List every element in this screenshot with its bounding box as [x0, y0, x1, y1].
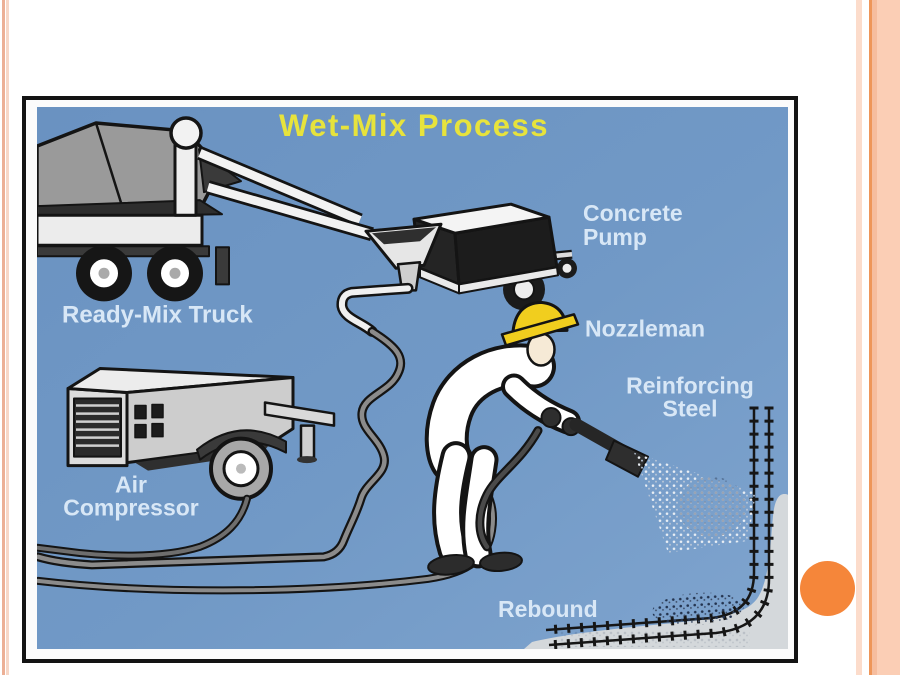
truck-chute: [197, 146, 374, 241]
ready-mix-truck: [37, 116, 374, 302]
label-ready-mix-truck: Ready-Mix Truck: [62, 301, 253, 328]
truck-wheels: [76, 245, 203, 302]
pump-outlet-pipe-fill: [338, 285, 411, 335]
label-concrete-pump-line1: Concrete: [583, 200, 683, 226]
diagram-labels: Wet-Mix Process Concrete Pump Ready-Mix …: [62, 108, 754, 622]
truck-bed: [37, 213, 204, 247]
label-nozzleman: Nozzleman: [585, 315, 705, 341]
diagram-title: Wet-Mix Process: [279, 108, 549, 143]
label-air-compressor-line2: Compressor: [63, 495, 198, 521]
label-reinforcing-steel-line1: Reinforcing: [626, 373, 754, 399]
truck-hopper-pedestal: [173, 139, 198, 217]
label-rebound: Rebound: [498, 596, 598, 622]
pump-skirt-side: [458, 266, 559, 295]
nozzleman-figure: [424, 300, 649, 576]
compressor-air-hose-fill: [37, 496, 249, 558]
pump-hopper-opening: [372, 227, 436, 245]
left-border-stripe-inner: [5, 0, 9, 675]
rebar-outer-line: [548, 406, 771, 647]
nozzleman-arm: [505, 377, 577, 431]
concrete-pump: [364, 202, 577, 311]
label-reinforcing-steel-line2: Steel: [663, 396, 718, 422]
spray-nozzle-muzzle: [605, 439, 649, 478]
left-border-stripe-outer: [2, 0, 5, 675]
wall-surface: [524, 493, 788, 649]
label-concrete-pump-line2: Pump: [583, 224, 647, 250]
compressor-jack-stand: [299, 424, 316, 459]
right-border-band: [877, 0, 900, 675]
nozzleman-glove-left: [540, 407, 562, 429]
compressor-wheel: [209, 436, 273, 501]
rebound-speckle: [652, 592, 744, 626]
hard-hat-brim: [500, 313, 580, 347]
nozzleman-back-leg: [436, 445, 468, 562]
pump-body-top: [412, 202, 551, 235]
orange-bullet-circle: [800, 561, 855, 616]
air-compressor: [66, 366, 336, 501]
compressor-vents: [134, 403, 164, 439]
truck-drum-seam: [94, 122, 126, 213]
right-border-stripe-light: [856, 0, 862, 675]
spray-impact-speckle: [678, 476, 746, 537]
compressor-grille-slats: [76, 404, 119, 447]
label-air-compressor-line1: Air: [115, 472, 147, 498]
concrete-hose-fill: [37, 329, 403, 568]
truck-charge-hopper: [169, 116, 203, 150]
nozzleman-front-shoe: [479, 551, 523, 573]
truck-mud-flap: [215, 246, 230, 286]
compressor-tow-platform: [263, 401, 336, 427]
nozzleman-front-leg: [465, 449, 495, 565]
nozzleman-back-shoe: [427, 553, 475, 576]
compressor-jack-foot: [297, 456, 317, 464]
shotcrete-spray: [634, 452, 756, 626]
right-border-band-shade: [872, 0, 877, 675]
delivery-hoses: [37, 282, 497, 595]
hand-hose-loop-fill: [477, 428, 541, 550]
right-border-orange-line: [869, 0, 872, 675]
ground-hose-fill: [37, 476, 495, 593]
wet-mix-diagram: Wet-Mix Process Concrete Pump Ready-Mix …: [37, 107, 788, 649]
compressor-grille: [73, 397, 122, 458]
wet-mix-figure-frame: Wet-Mix Process Concrete Pump Ready-Mix …: [22, 96, 798, 663]
